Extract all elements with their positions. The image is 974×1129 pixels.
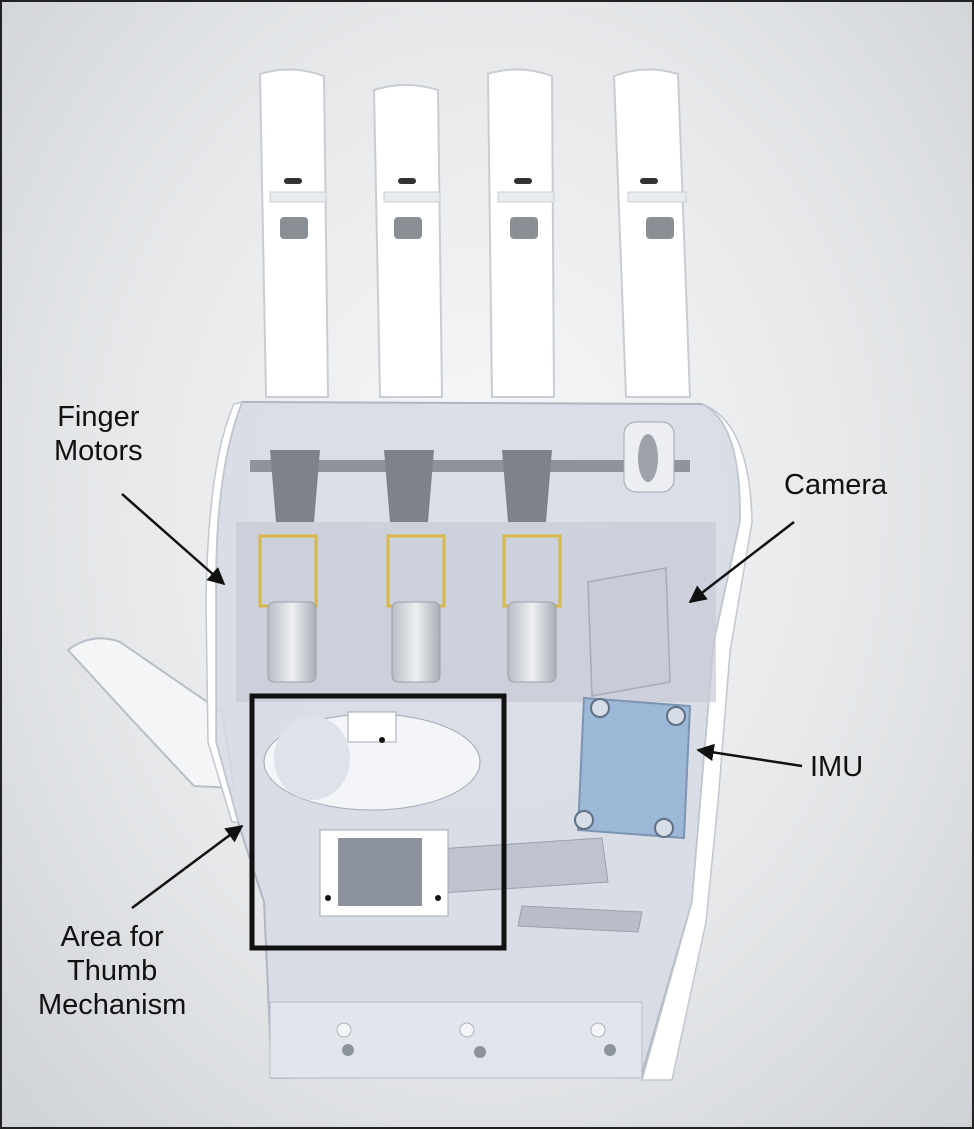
- thumb-area-label-line3: Mechanism: [38, 989, 187, 1022]
- finger-4: [612, 68, 692, 398]
- finger-motors-label: Finger Motors: [54, 400, 143, 468]
- camera-arrow: [688, 521, 795, 604]
- drive-shaft: [250, 460, 690, 472]
- linkage-rod-2: [517, 905, 643, 933]
- thumb-mechanism: [263, 711, 481, 917]
- finger-motors-arrow: [121, 493, 226, 586]
- imu-board: [574, 696, 692, 840]
- imu-arrow: [696, 743, 803, 768]
- thumb-area-label: Area for Thumb Mechanism: [38, 920, 186, 1023]
- thumb-stub: [66, 637, 236, 790]
- imu-label-line1: IMU: [810, 751, 864, 783]
- finger-1: [258, 68, 330, 398]
- camera-label: Camera: [784, 468, 887, 502]
- camera-module: [587, 567, 671, 697]
- fingers: [258, 68, 692, 398]
- thumb-area-arrow: [131, 824, 244, 910]
- finger-motors-label-line2: Motors: [54, 435, 143, 468]
- finger-2: [372, 84, 444, 398]
- thumb-area-label-line2: Thumb: [67, 955, 158, 988]
- pulley: [623, 421, 675, 493]
- finger-3: [486, 68, 556, 398]
- camera-label-line1: Camera: [784, 469, 888, 501]
- finger-motors-label-line1: Finger: [57, 401, 140, 433]
- finger-motor-1: [258, 450, 320, 683]
- thumb-area-label-line1: Area for: [60, 921, 164, 953]
- imu-label: IMU: [810, 750, 863, 784]
- finger-motor-2: [384, 450, 446, 683]
- finger-motor-3: [502, 450, 562, 683]
- thumb-area-highlight-box: [249, 693, 507, 951]
